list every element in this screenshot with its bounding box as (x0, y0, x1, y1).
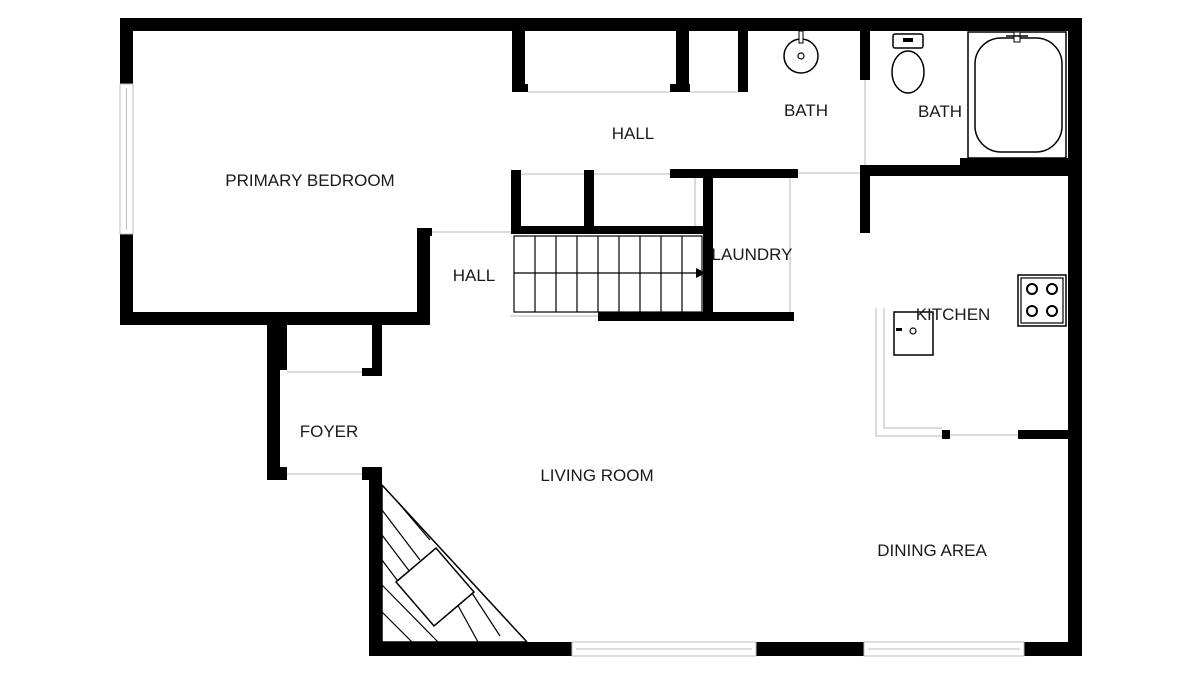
kitchen-sink-icon (893, 311, 934, 356)
toilet-icon (891, 33, 925, 94)
fireplace-icon (381, 484, 528, 643)
windows (119, 83, 1025, 657)
upper-hall-label: HALL (612, 124, 655, 143)
stairs (513, 235, 703, 313)
primary-bedroom-label: PRIMARY BEDROOM (225, 171, 394, 190)
bath-1-label: BATH (784, 101, 828, 120)
laundry-label: LAUNDRY (712, 245, 793, 264)
living-room-label: LIVING ROOM (540, 466, 653, 485)
sink-icon (783, 30, 819, 74)
kitchen-label: KITCHEN (916, 305, 991, 324)
foyer-label: FOYER (300, 422, 359, 441)
stove-icon (1017, 274, 1067, 327)
openings (287, 80, 1018, 475)
kitchen-counter (875, 308, 942, 437)
dining-area-label: DINING AREA (877, 541, 987, 560)
stairs-arrow-icon (514, 268, 706, 278)
bath-2-label: BATH (918, 102, 962, 121)
lower-hall-label: HALL (453, 266, 496, 285)
interior-walls (267, 30, 1070, 439)
bathtub-icon (967, 31, 1067, 159)
room-labels: PRIMARY BEDROOM HALL HALL BATH BATH LAUN… (225, 101, 990, 560)
